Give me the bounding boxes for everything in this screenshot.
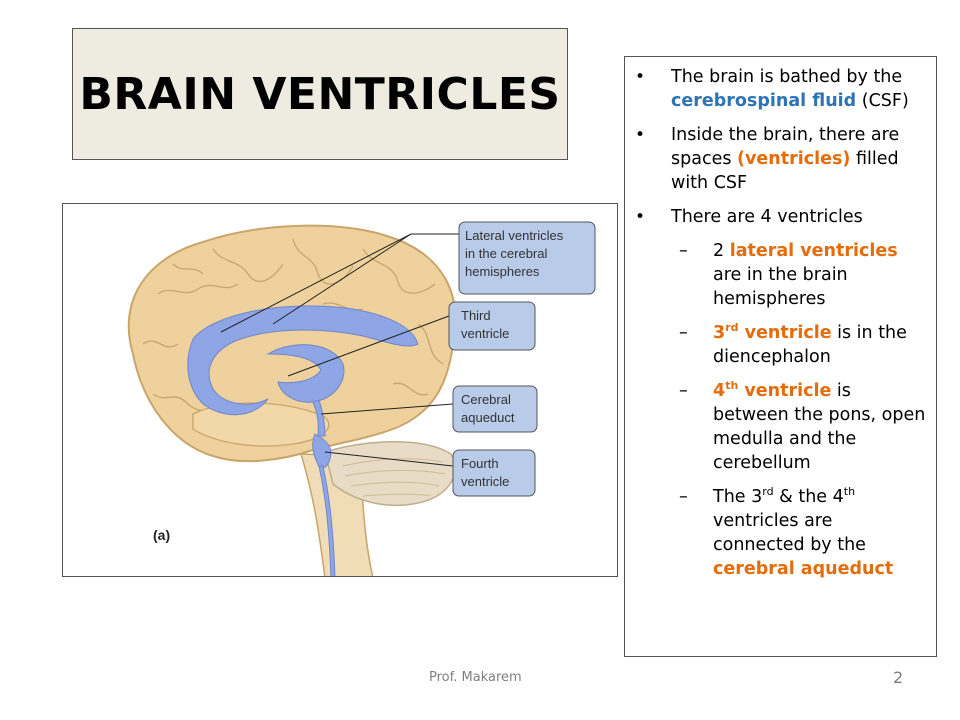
label-lateral-ventricles: Lateral ventricles in the cerebral hemis… <box>458 221 596 295</box>
svg-text:ventricle: ventricle <box>461 326 509 341</box>
bullet-four-ventricles: There are 4 ventricles <box>625 205 926 229</box>
panel-label: (a) <box>153 527 170 543</box>
bullet-ventricles-spaces: Inside the brain, there are spaces (vent… <box>625 123 926 195</box>
third-ventricle-shape <box>266 344 345 403</box>
page-number: 2 <box>893 668 904 687</box>
label-third-ventricle: Third ventricle <box>448 301 536 351</box>
ventricle-system <box>187 305 419 576</box>
svg-text:hemispheres: hemispheres <box>465 264 540 279</box>
label-cerebral-aqueduct: Cerebral aqueduct <box>452 385 538 433</box>
sub-bullet-aqueduct: The 3rd & the 4th ventricles are connect… <box>625 485 926 581</box>
svg-text:Fourth: Fourth <box>461 456 499 471</box>
sub-bullet-lateral: 2 lateral ventricles are in the brain he… <box>625 239 926 311</box>
brain-diagram-figure: Lateral ventricles in the cerebral hemis… <box>62 203 618 577</box>
bullet-list: The brain is bathed by the cerebrospinal… <box>625 57 936 581</box>
cerebellum <box>324 441 456 507</box>
svg-text:ventricle: ventricle <box>461 474 509 489</box>
svg-text:Cerebral: Cerebral <box>461 392 511 407</box>
central-canal-shape <box>318 465 336 576</box>
sub-bullet-fourth: 4th ventricle is between the pons, open … <box>625 379 926 475</box>
footer-author: Prof. Makarem <box>429 670 522 685</box>
bullet-csf: The brain is bathed by the cerebrospinal… <box>625 65 926 113</box>
svg-text:in the cerebral: in the cerebral <box>465 246 547 261</box>
slide-title: BRAIN VENTRICLES <box>79 68 561 120</box>
bullet-text-box: The brain is bathed by the cerebrospinal… <box>624 56 937 657</box>
svg-text:Lateral ventricles: Lateral ventricles <box>465 228 564 243</box>
svg-text:aqueduct: aqueduct <box>461 410 515 425</box>
lateral-ventricles-shape <box>187 305 419 416</box>
svg-text:Third: Third <box>461 308 491 323</box>
sub-bullet-third: 3rd ventricle is in the diencephalon <box>625 321 926 369</box>
title-box: BRAIN VENTRICLES <box>72 28 568 160</box>
cerebral-aqueduct-shape <box>312 399 326 437</box>
label-fourth-ventricle: Fourth ventricle <box>452 449 536 497</box>
leader-lines <box>220 233 461 467</box>
brain-diagram: Lateral ventricles in the cerebral hemis… <box>127 221 596 576</box>
